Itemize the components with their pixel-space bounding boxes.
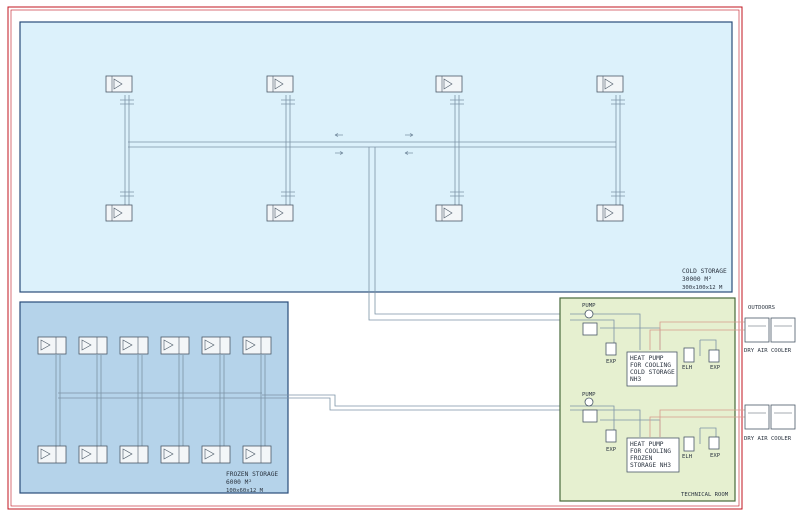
technical-room-zone: PUMP EXP HEAT PUMP FOR COOLING COLD STOR… <box>559 297 750 502</box>
cold-storage-area: 30000 M² <box>682 276 712 283</box>
frozen-unit <box>37 445 67 464</box>
fan-unit-icon <box>744 404 796 430</box>
upper-exp-left-label: EXP <box>606 359 617 365</box>
frozen-unit <box>242 445 272 464</box>
lower-exp-right-label: EXP <box>710 453 721 459</box>
outdoors-zone: OUTDOORS DRY AIR COOLER DRY AIR COOLER <box>744 305 796 442</box>
upper-exp-tank-left <box>605 342 617 356</box>
upper-exp-right-label: EXP <box>710 365 721 371</box>
cold-unit <box>596 75 624 93</box>
upper-exp-tank-right <box>708 349 720 363</box>
upper-elh-box <box>683 347 695 363</box>
upper-pump-label: PUMP <box>582 303 596 309</box>
lower-elh-label: ELH <box>682 454 692 460</box>
cold-unit <box>266 204 294 222</box>
fan-unit-icon <box>744 317 796 343</box>
lower-heat-pump-box <box>626 437 680 473</box>
upper-heat-pump-line4: NH3 <box>630 376 641 383</box>
frozen-unit <box>78 336 108 355</box>
cold-storage-zone: COLD STORAGE 30000 M² 300x100x12 M <box>19 21 733 293</box>
dry-air-cooler-bottom-label: DRY AIR COOLER <box>744 436 792 442</box>
cold-storage-title: COLD STORAGE <box>682 268 727 275</box>
lower-pump-box <box>582 409 598 423</box>
pump-icon <box>584 397 594 407</box>
upper-elh-label: ELH <box>682 365 692 371</box>
outer-border <box>7 6 743 510</box>
cold-unit <box>435 204 463 222</box>
lower-exp-left-label: EXP <box>606 447 617 453</box>
frozen-storage-area: 6000 M² <box>226 479 252 486</box>
cold-unit <box>435 75 463 93</box>
frozen-unit <box>160 336 190 355</box>
lower-pump-label: PUMP <box>582 392 596 398</box>
upper-heat-pump-line1: HEAT PUMP <box>630 355 664 362</box>
outdoors-title: OUTDOORS <box>748 305 775 311</box>
frozen-storage-dims: 100x60x12 M <box>226 488 264 494</box>
frozen-storage-zone: FROZEN STORAGE 6000 M² 100x60x12 M <box>19 301 289 494</box>
frozen-unit <box>37 336 67 355</box>
frozen-unit <box>201 336 231 355</box>
frozen-unit <box>160 445 190 464</box>
pump-icon <box>584 309 594 319</box>
cold-unit <box>105 75 133 93</box>
upper-pump-box <box>582 322 598 336</box>
frozen-unit <box>119 445 149 464</box>
lower-heat-pump-line4: STORAGE NH3 <box>630 462 671 469</box>
cold-unit <box>266 75 294 93</box>
lower-heat-pump-line1: HEAT PUMP <box>630 441 664 448</box>
lower-exp-tank-right <box>708 436 720 450</box>
upper-heat-pump-line3: COLD STORAGE <box>630 369 675 376</box>
lower-heat-pump-line2: FOR COOLING <box>630 448 671 455</box>
upper-heat-pump-line2: FOR COOLING <box>630 362 671 369</box>
frozen-unit <box>119 336 149 355</box>
frozen-unit <box>78 445 108 464</box>
dry-air-cooler-top-label: DRY AIR COOLER <box>744 348 792 354</box>
frozen-unit <box>242 336 272 355</box>
cold-unit <box>596 204 624 222</box>
lower-exp-tank-left <box>605 429 617 443</box>
technical-room-title: TECHNICAL ROOM <box>681 492 729 498</box>
lower-heat-pump-line3: FROZEN <box>630 455 653 462</box>
outer-border-inner <box>10 9 740 507</box>
cold-unit <box>105 204 133 222</box>
upper-heat-pump-box <box>626 351 678 387</box>
cold-storage-dims: 300x100x12 M <box>682 285 723 291</box>
frozen-unit <box>201 445 231 464</box>
lower-elh-box <box>683 436 695 452</box>
frozen-storage-title: FROZEN STORAGE <box>226 471 278 478</box>
